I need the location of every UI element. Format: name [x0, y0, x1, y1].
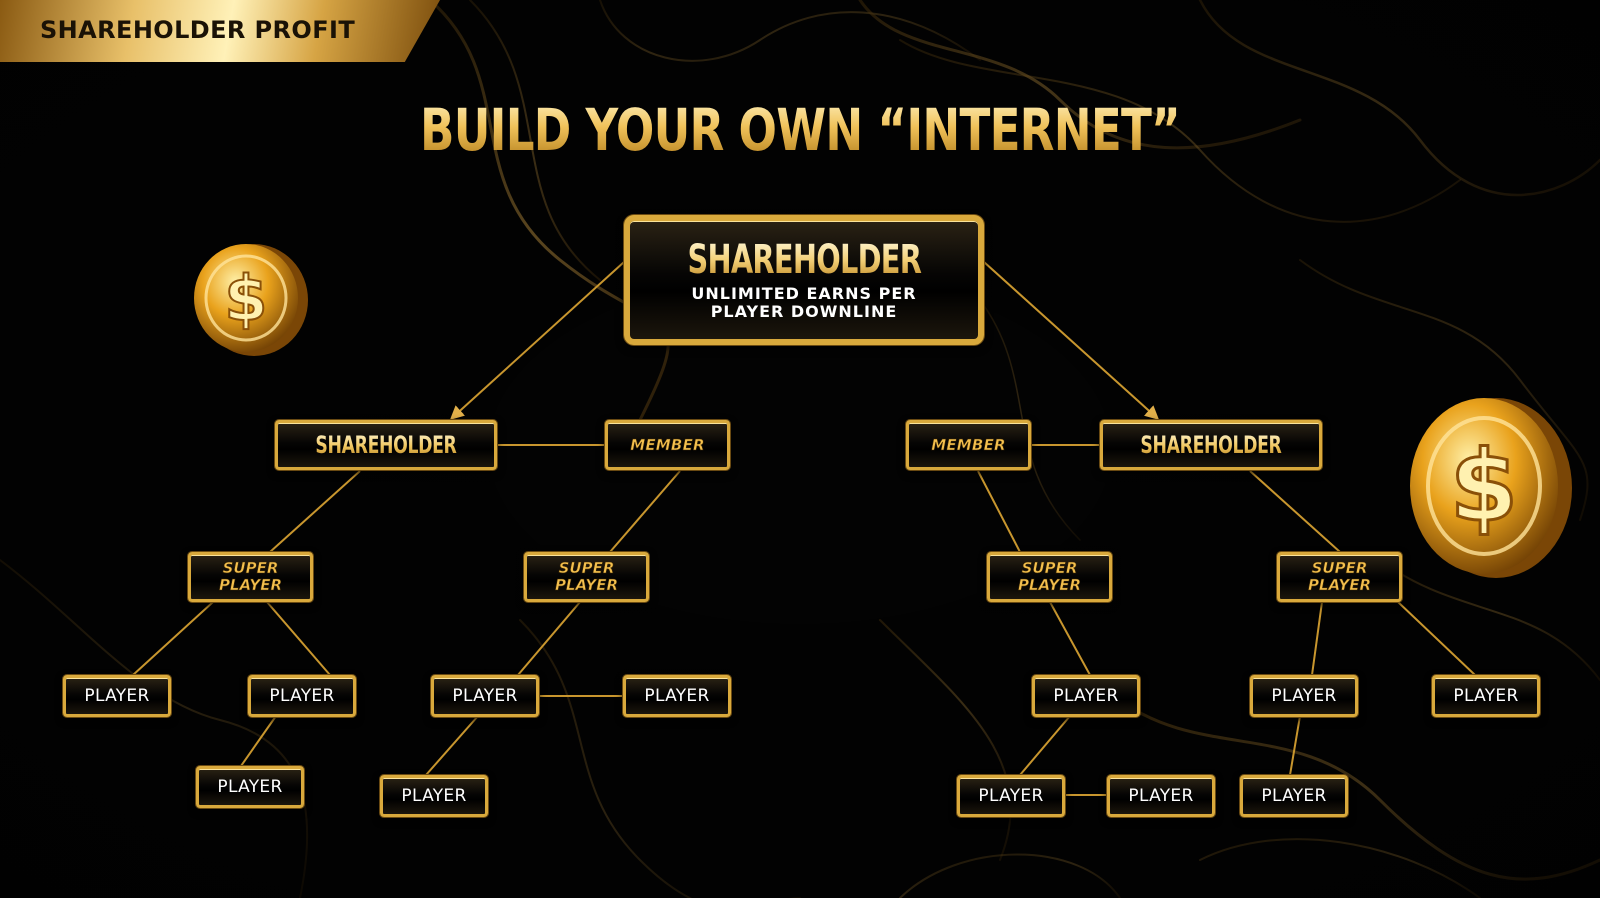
shareholder-node-left: SHAREHOLDER [275, 420, 497, 470]
super-player-node: SUPER PLAYER [524, 552, 649, 602]
player-node: PLAYER [196, 766, 304, 808]
svg-text:$: $ [1450, 430, 1518, 544]
node-label: PLAYER [644, 686, 710, 706]
node-label: PLAYER [401, 786, 467, 806]
tab-label: SHAREHOLDER PROFIT [40, 16, 356, 44]
root-shareholder-node: SHAREHOLDER UNLIMITED EARNS PER PLAYER D… [624, 215, 984, 345]
node-label: PLAYER [269, 686, 335, 706]
super-player-node: SUPER PLAYER [987, 552, 1112, 602]
player-node: PLAYER [63, 675, 171, 717]
node-label: SUPER PLAYER [1017, 559, 1082, 594]
player-node: PLAYER [957, 775, 1065, 817]
node-label: PLAYER [1271, 686, 1337, 706]
node-label: PLAYER [978, 786, 1044, 806]
dollar-coin-icon: $ [194, 244, 308, 356]
member-node-left: MEMBER [605, 420, 730, 470]
super-player-node: SUPER PLAYER [1277, 552, 1402, 602]
player-node: PLAYER [1240, 775, 1348, 817]
page-headline: BUILD YOUR OWN “INTERNET” [176, 96, 1424, 164]
node-label: PLAYER [1453, 686, 1519, 706]
member-node-right: MEMBER [906, 420, 1031, 470]
shareholder-profit-tab: SHAREHOLDER PROFIT [0, 0, 440, 62]
root-subtitle: UNLIMITED EARNS PER PLAYER DOWNLINE [691, 284, 917, 321]
node-label: SUPER PLAYER [554, 559, 619, 594]
player-node: PLAYER [380, 775, 488, 817]
shareholder-node-right: SHAREHOLDER [1100, 420, 1322, 470]
node-label: MEMBER [931, 436, 1006, 455]
node-label: PLAYER [1261, 786, 1327, 806]
node-label: PLAYER [217, 777, 283, 797]
player-node: PLAYER [1032, 675, 1140, 717]
node-label: SUPER PLAYER [218, 559, 283, 594]
dollar-coin-icon: $ [1410, 398, 1572, 578]
node-label: PLAYER [1053, 686, 1119, 706]
svg-text:$: $ [224, 262, 267, 335]
player-node: PLAYER [623, 675, 731, 717]
player-node: PLAYER [431, 675, 539, 717]
node-label: PLAYER [1128, 786, 1194, 806]
node-label: SHAREHOLDER [315, 431, 457, 459]
root-title: SHAREHOLDER [687, 237, 921, 283]
node-label: SHAREHOLDER [1140, 431, 1282, 459]
node-label: PLAYER [452, 686, 518, 706]
node-label: MEMBER [630, 436, 705, 455]
node-label: PLAYER [84, 686, 150, 706]
player-node: PLAYER [1250, 675, 1358, 717]
super-player-node: SUPER PLAYER [188, 552, 313, 602]
node-label: SUPER PLAYER [1307, 559, 1372, 594]
player-node: PLAYER [248, 675, 356, 717]
player-node: PLAYER [1432, 675, 1540, 717]
player-node: PLAYER [1107, 775, 1215, 817]
